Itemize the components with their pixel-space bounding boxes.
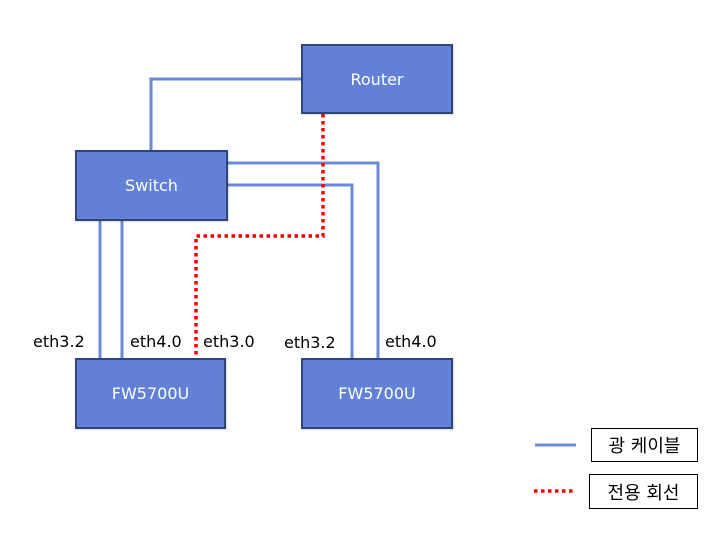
firewall-right-node[interactable]: FW5700U	[301, 358, 453, 429]
switch-node[interactable]: Switch	[75, 150, 228, 221]
firewall-left-label: FW5700U	[111, 384, 190, 403]
firewall-right-label: FW5700U	[338, 384, 416, 403]
port-label-fw-right-eth40: eth4.0	[385, 332, 437, 351]
legend-leased-text: 전용 회선	[607, 482, 680, 504]
link-switch-fw-right-eth40	[227, 161, 380, 358]
link-switch-router	[149, 77, 301, 150]
legend-leased-label: 전용 회선	[589, 474, 698, 509]
link-router-fw-left-eth30	[194, 114, 325, 358]
port-label-fw-left-eth30: eth3.0	[203, 332, 255, 351]
port-label-fw-right-eth32: eth3.2	[284, 333, 336, 352]
switch-label: Switch	[125, 176, 178, 195]
link-switch-fw-right-eth32	[227, 183, 354, 358]
router-node[interactable]: Router	[301, 44, 453, 114]
router-label: Router	[350, 69, 404, 89]
port-label-fw-left-eth40: eth4.0	[130, 332, 182, 351]
firewall-left-node[interactable]: FW5700U	[75, 358, 226, 429]
legend-fiber-label: 광 케이블	[591, 428, 698, 462]
port-label-fw-left-eth32: eth3.2	[33, 332, 85, 351]
legend-fiber-text: 광 케이블	[608, 436, 681, 457]
